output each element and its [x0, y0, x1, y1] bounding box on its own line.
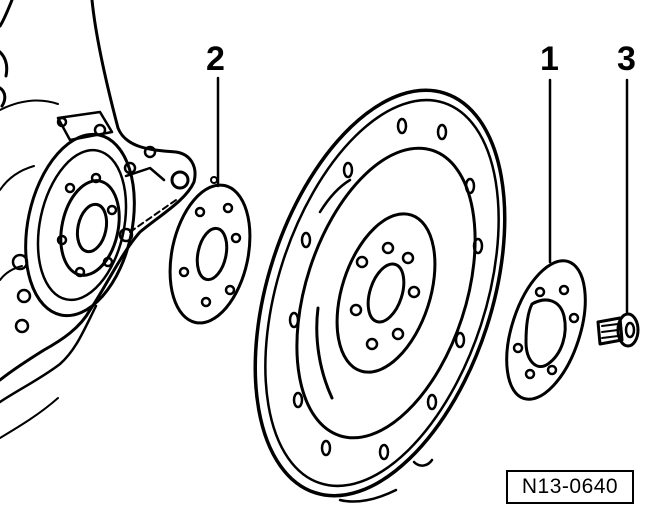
figure-reference-label: N13-0640: [506, 470, 634, 504]
crankshaft-flange: [56, 172, 177, 278]
callout-part-3: 3: [617, 40, 636, 78]
engine-block-outline: [0, 0, 197, 439]
drive-plate: [253, 88, 507, 503]
spacer-plate: [168, 176, 252, 325]
shim-plate: [505, 259, 587, 401]
callout-part-2: 2: [206, 40, 225, 78]
bolt: [596, 312, 640, 348]
callout-part-1: 1: [540, 40, 559, 78]
